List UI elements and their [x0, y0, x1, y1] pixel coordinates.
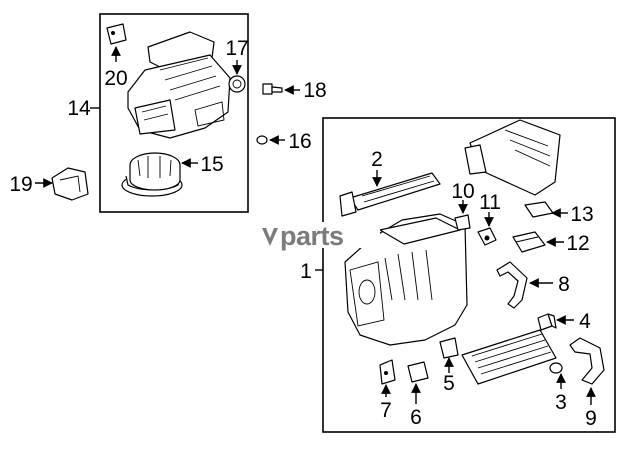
callout-6: 6 [410, 406, 422, 429]
part-20-bracket [106, 23, 127, 45]
part-12-module [512, 231, 546, 253]
callout-10: 10 [451, 180, 474, 203]
callout-9: 9 [585, 407, 597, 430]
callout-3: 3 [555, 391, 567, 414]
watermark: parts [258, 221, 380, 251]
callout-19: 19 [9, 173, 32, 196]
part-13-filter [524, 201, 554, 218]
callout-11: 11 [479, 191, 501, 214]
callout-1: 1 [300, 260, 312, 283]
callout-13: 13 [570, 203, 593, 226]
part-3-valve [549, 362, 563, 374]
leader-lines [35, 46, 596, 405]
blower-group-box [99, 13, 249, 213]
part-5-bracket [439, 337, 459, 359]
part-19-duct [51, 167, 89, 201]
part-8-pipe [496, 261, 528, 309]
part-4-fitting [537, 313, 557, 331]
callout-4: 4 [579, 310, 591, 333]
callout-2: 2 [371, 148, 383, 171]
callout-8: 8 [558, 273, 570, 296]
part-7-bracket [379, 359, 396, 385]
callout-14: 14 [67, 97, 91, 120]
callout-7: 7 [380, 399, 392, 422]
heater-group-box [322, 117, 616, 433]
callout-20: 20 [104, 67, 127, 90]
callout-16: 16 [288, 130, 311, 153]
callout-18: 18 [303, 79, 326, 102]
callout-5: 5 [443, 372, 455, 395]
part-6-bracket [407, 361, 429, 383]
part-evaporator-duct [464, 119, 561, 196]
part-17-grommet [228, 75, 246, 93]
callout-15: 15 [200, 153, 223, 176]
part-2-heater-core [339, 172, 441, 217]
part-9-hose [569, 337, 605, 385]
callout-labels: 20 17 14 18 16 15 19 2 1 10 11 13 12 8 4… [9, 37, 597, 430]
blower-case-illustration [127, 31, 231, 139]
part-11-actuator [477, 227, 497, 246]
part-evaporator-core [461, 329, 557, 385]
part-18-screw [262, 83, 283, 95]
part-16-clip [256, 135, 268, 145]
watermark-logo-icon [262, 228, 278, 246]
part-15-blower-motor [121, 152, 183, 197]
watermark-text: parts [280, 221, 344, 251]
callout-12: 12 [566, 232, 589, 255]
part-10-sensor [454, 214, 471, 231]
callout-17: 17 [225, 37, 248, 60]
